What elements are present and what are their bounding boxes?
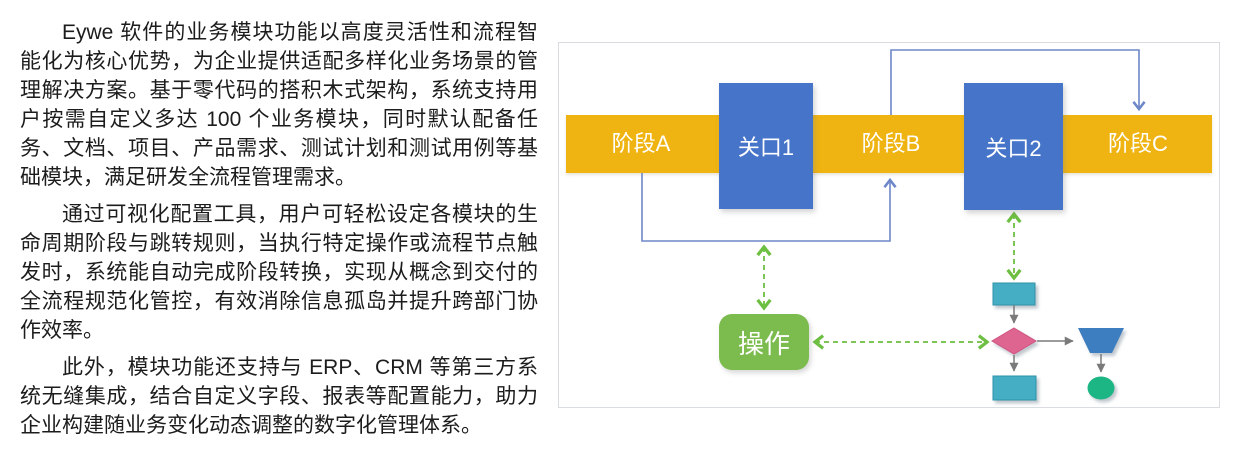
stage-b-label: 阶段B (861, 131, 921, 156)
stage-a-label: 阶段A (611, 131, 671, 156)
workflow-diagram-panel: 阶段A 阶段B 阶段C 关口1 关口2 操作 (558, 42, 1220, 408)
gray-flow-connectors (1009, 305, 1106, 373)
operation-label: 操作 (737, 328, 790, 359)
gate-1-label: 关口1 (737, 135, 795, 160)
stage-bar (566, 115, 1212, 173)
paragraph-2: 通过可视化配置工具，用户可轻松设定各模块的生命周期阶段与跳转规则，当执行特定操作… (20, 203, 538, 342)
funnel-node (1078, 328, 1124, 353)
process-node-bottom (992, 375, 1037, 401)
decision-diamond (991, 327, 1037, 355)
operation-box: 操作 (719, 314, 809, 370)
stage-c-label: 阶段C (1108, 131, 1168, 156)
paragraph-1: Eywe 软件的业务模块功能以高度灵活性和流程智能化为核心优势，为企业提供适配多… (20, 21, 538, 189)
paragraph-3: 此外，模块功能还支持与 ERP、CRM 等第三方系统无缝集成，结合自定义字段、报… (20, 356, 538, 437)
gate-2-label: 关口2 (985, 135, 1042, 161)
end-circle (1087, 376, 1115, 400)
diagram-connectors-and-nodes (641, 49, 1146, 401)
article-text-block: Eywe 软件的业务模块功能以高度灵活性和流程智能化为核心优势，为企业提供适配多… (20, 18, 538, 448)
process-node-top (992, 282, 1036, 306)
gate-1-box: 关口1 (719, 83, 813, 209)
gate-2-box: 关口2 (964, 83, 1063, 210)
mini-flowchart (991, 282, 1124, 401)
